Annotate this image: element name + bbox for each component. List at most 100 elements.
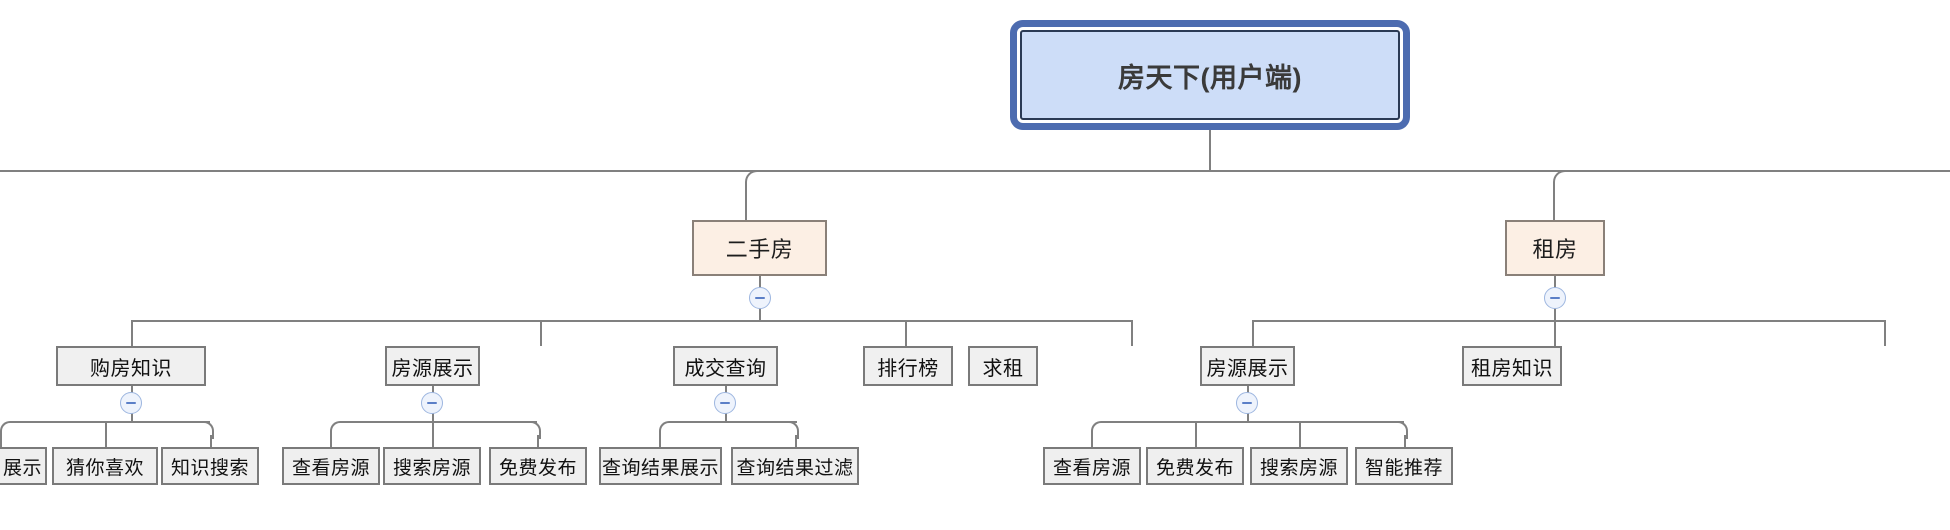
node-pai-hang-bang[interactable]: 排行榜	[863, 346, 953, 386]
leaf-node-label: 搜索房源	[1259, 457, 1338, 479]
leaf-node-chakan-fangyuan[interactable]: 查看房源	[282, 447, 380, 485]
leaf-node-mianfei-fabu[interactable]: 免费发布	[489, 447, 587, 485]
level4-drop-fyzs-a	[330, 435, 332, 447]
branch-node-ershoufang[interactable]: 二手房	[692, 220, 827, 276]
level4-bar-fyzs2	[1101, 421, 1404, 423]
level3-drop-fyzs	[540, 320, 542, 346]
collapse-toggle-gou-fang-zhi-shi[interactable]	[120, 392, 142, 414]
level3-drop-cjcx	[905, 320, 907, 346]
collapse-toggle-zufang[interactable]	[1544, 287, 1566, 309]
level4-bracket-fyzs-left	[330, 421, 348, 439]
node-label: 购房知识	[90, 357, 172, 380]
node-label: 排行榜	[877, 357, 939, 380]
level4-drop-fyzs-c	[537, 435, 539, 447]
level4-bar-fyzs	[340, 421, 537, 423]
leaf-node-mianfei-fabu-zufang[interactable]: 免费发布	[1146, 447, 1244, 485]
level4-bar-cjcx	[669, 421, 797, 423]
level4-drop-gfzs-c	[210, 435, 212, 447]
level3-bar-zufang	[1252, 320, 1884, 322]
level3-drop-fyzs2	[1554, 320, 1556, 346]
level4-bar-gfzs	[18, 421, 210, 423]
connector-stem-zufang	[1553, 190, 1555, 220]
toggle-stem-zufang-bottom	[1554, 308, 1556, 320]
level4-drop-cjcx-a	[659, 435, 661, 447]
collapse-toggle-ershoufang[interactable]	[749, 287, 771, 309]
main-trunk-line	[0, 170, 1950, 172]
toggle-stem-ershoufang-top	[759, 276, 761, 288]
leaf-node-chakan-fangyuan-zufang[interactable]: 查看房源	[1043, 447, 1141, 485]
leaf-node-chaxun-jieguo-guolv[interactable]: 查询结果过滤	[731, 447, 859, 485]
leaf-node-sousuo-fangyuan[interactable]: 搜索房源	[383, 447, 481, 485]
toggle-stem-cjcx-top	[725, 386, 727, 393]
leaf-node-label: 展示	[2, 457, 42, 479]
leaf-node-chaxun-jieguo-zhanshi[interactable]: 查询结果展示	[599, 447, 722, 485]
leaf-node-sousuo-fangyuan-zufang[interactable]: 搜索房源	[1250, 447, 1348, 485]
node-label: 成交查询	[684, 357, 767, 380]
collapse-toggle-fang-yuan-zhan-shi[interactable]	[421, 392, 443, 414]
level4-drop-fyzs2-b	[1195, 421, 1197, 447]
level3-drop-gfzs	[131, 320, 133, 346]
branch-node-label: 租房	[1532, 237, 1578, 262]
node-fang-yuan-zhan-shi[interactable]: 房源展示	[385, 346, 480, 386]
node-label: 求租	[982, 357, 1024, 380]
node-qiu-zu[interactable]: 求租	[968, 346, 1038, 386]
leaf-node-label: 智能推荐	[1364, 457, 1443, 479]
leaf-node-zhineng-tuijian[interactable]: 智能推荐	[1355, 447, 1453, 485]
collapse-toggle-fang-yuan-zhan-shi-zufang[interactable]	[1236, 392, 1258, 414]
leaf-node-label: 查询结果过滤	[736, 457, 854, 479]
leaf-node-zhishi-sousuo[interactable]: 知识搜索	[161, 447, 259, 485]
toggle-stem-cjcx-bottom	[725, 413, 727, 421]
level4-bracket-fyzs2-right	[1390, 421, 1408, 439]
leaf-node-label: 知识搜索	[170, 457, 249, 479]
node-gou-fang-zhi-shi[interactable]: 购房知识	[56, 346, 206, 386]
toggle-stem-gfzs-top	[131, 386, 133, 393]
level4-bracket-fyzs2-left	[1091, 421, 1109, 439]
node-label: 房源展示	[1206, 357, 1289, 380]
leaf-node-label: 查询结果展示	[601, 457, 719, 479]
level3-drop-zfzs	[1884, 320, 1886, 346]
node-label: 租房知识	[1471, 357, 1553, 380]
branch-node-label: 二手房	[725, 237, 794, 262]
level3-drop-qiuzu	[1252, 320, 1254, 346]
level4-bracket-gfzs-left	[0, 421, 22, 439]
node-zu-fang-zhi-shi[interactable]: 租房知识	[1462, 346, 1562, 386]
level4-drop-gfzs-b	[105, 421, 107, 447]
leaf-node-label: 查看房源	[291, 457, 370, 479]
node-label: 房源展示	[391, 357, 474, 380]
toggle-stem-gfzs-bottom	[131, 413, 133, 421]
leaf-node-label: 查看房源	[1052, 457, 1131, 479]
level4-drop-fyzs2-d	[1404, 435, 1406, 447]
level4-drop-fyzs-b	[432, 421, 434, 447]
level4-bracket-gfzs-right	[196, 421, 214, 439]
leaf-node-caini-xihuan[interactable]: 猜你喜欢	[52, 447, 158, 485]
branch-node-zufang[interactable]: 租房	[1505, 220, 1605, 276]
node-cheng-jiao-cha-xun[interactable]: 成交查询	[673, 346, 778, 386]
collapse-toggle-cheng-jiao-cha-xun[interactable]	[714, 392, 736, 414]
toggle-stem-fyzs2-bottom	[1247, 413, 1249, 421]
level4-bracket-cjcx-right	[781, 421, 799, 439]
toggle-stem-ershoufang-bottom	[759, 308, 761, 320]
leaf-node-label: 猜你喜欢	[65, 457, 144, 479]
node-fang-yuan-zhan-shi-zufang[interactable]: 房源展示	[1200, 346, 1295, 386]
level4-drop-cjcx-b	[795, 435, 797, 447]
root-node[interactable]: 房天下(用户端)	[1020, 30, 1400, 120]
toggle-stem-fyzs-top	[432, 386, 434, 393]
toggle-stem-fyzs2-top	[1247, 386, 1249, 393]
toggle-stem-zufang-top	[1554, 276, 1556, 288]
leaf-node-label: 搜索房源	[392, 457, 471, 479]
level3-drop-phb	[1131, 320, 1133, 346]
level4-drop-fyzs2-c	[1299, 421, 1301, 447]
toggle-stem-fyzs-bottom	[432, 413, 434, 421]
leaf-node-label: 免费发布	[1155, 457, 1234, 479]
level4-bracket-fyzs-right	[523, 421, 541, 439]
connector-elbow-zufang	[1553, 170, 1577, 194]
level3-bar-ershoufang	[131, 320, 1131, 322]
level4-drop-fyzs2-a	[1091, 435, 1093, 447]
root-node-label: 房天下(用户端)	[1118, 62, 1302, 93]
root-stem	[1209, 130, 1211, 172]
connector-elbow-ershoufang	[745, 170, 769, 194]
leaf-node-zhanshi[interactable]: 展示	[0, 447, 47, 485]
level4-drop-gfzs-a	[0, 435, 2, 447]
level4-bracket-cjcx-left	[659, 421, 677, 439]
